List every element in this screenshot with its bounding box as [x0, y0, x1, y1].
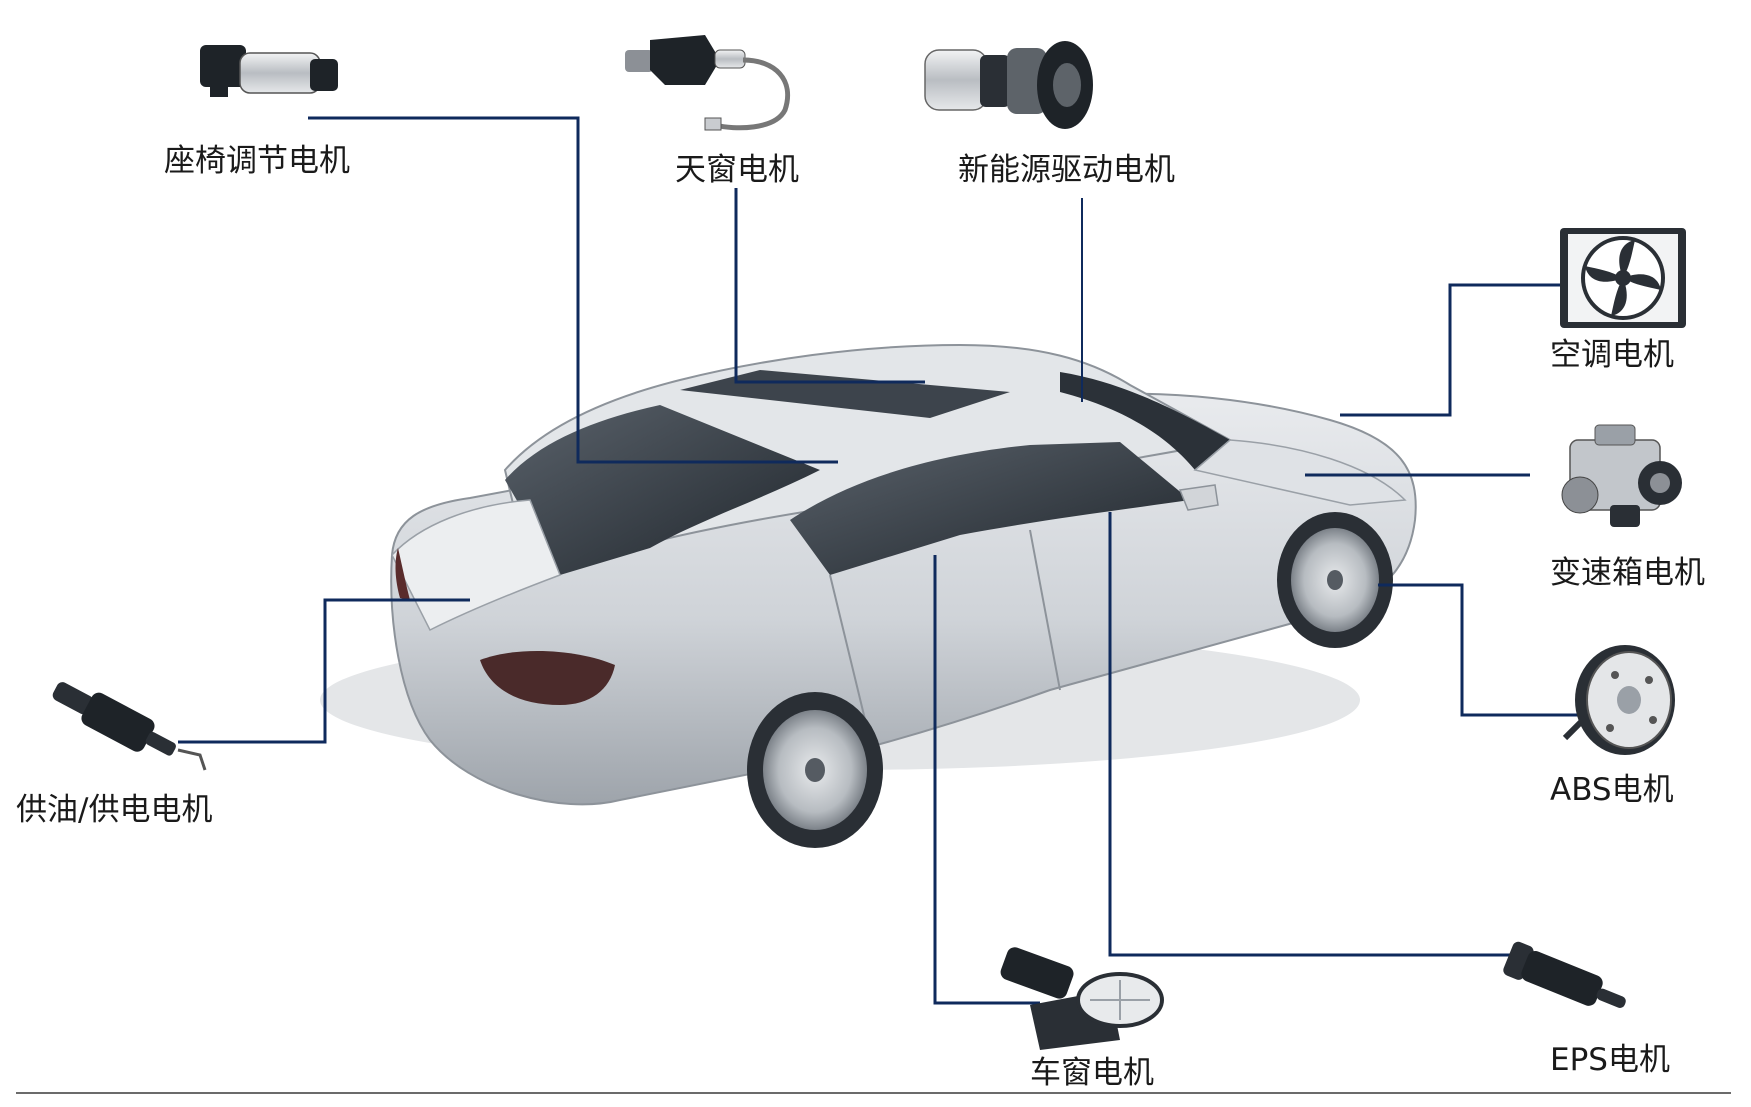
car-trunk	[391, 499, 561, 632]
leader-line-eps	[1108, 512, 1515, 957]
ev-drive-motor-icon	[924, 41, 1093, 129]
label-gearbox-motor: 变速箱电机	[1550, 555, 1705, 591]
rear-window	[505, 405, 820, 575]
label-ac-motor: 空调电机	[1550, 337, 1674, 373]
sunroof-motor-icon	[625, 35, 791, 131]
abs-motor-icon	[1562, 645, 1675, 755]
front-wheel	[1277, 512, 1393, 648]
windshield	[1060, 372, 1230, 470]
tail-light-left	[395, 548, 410, 600]
side-windows	[790, 442, 1190, 575]
gearbox-motor-icon	[1561, 424, 1682, 527]
leader-line-sunroof	[734, 188, 925, 384]
label-abs-motor: ABS电机	[1550, 772, 1674, 808]
side-mirror	[1178, 484, 1219, 511]
label-sunroof-motor: 天窗电机	[675, 152, 799, 188]
leader-lines	[178, 116, 1582, 1005]
label-window-motor: 车窗电机	[1030, 1055, 1154, 1091]
leader-line-abs	[1378, 583, 1582, 717]
fuel-pump-motor-icon	[52, 682, 207, 771]
leader-line-ac	[1340, 283, 1560, 417]
car-hood	[1193, 439, 1407, 506]
window-motor-icon	[1000, 947, 1164, 1050]
label-eps-motor: EPS电机	[1550, 1042, 1670, 1078]
label-fuel-motor: 供油/供电电机	[16, 792, 213, 828]
rear-wheel	[747, 692, 883, 848]
sedan-car-illustration	[320, 343, 1417, 848]
leader-line-fuel	[178, 598, 470, 744]
leader-line-seat	[308, 116, 838, 464]
eps-motor-icon	[1503, 941, 1626, 1008]
door-seams	[829, 529, 1061, 741]
leader-line-window	[933, 555, 1040, 1005]
ac-fan-motor-icon	[1560, 228, 1686, 328]
label-ev-drive-motor: 新能源驱动电机	[958, 152, 1175, 188]
seat-motor-icon	[200, 45, 338, 97]
label-seat-motor: 座椅调节电机	[164, 143, 350, 179]
tail-light	[480, 650, 615, 705]
bottom-divider	[16, 1092, 1731, 1094]
